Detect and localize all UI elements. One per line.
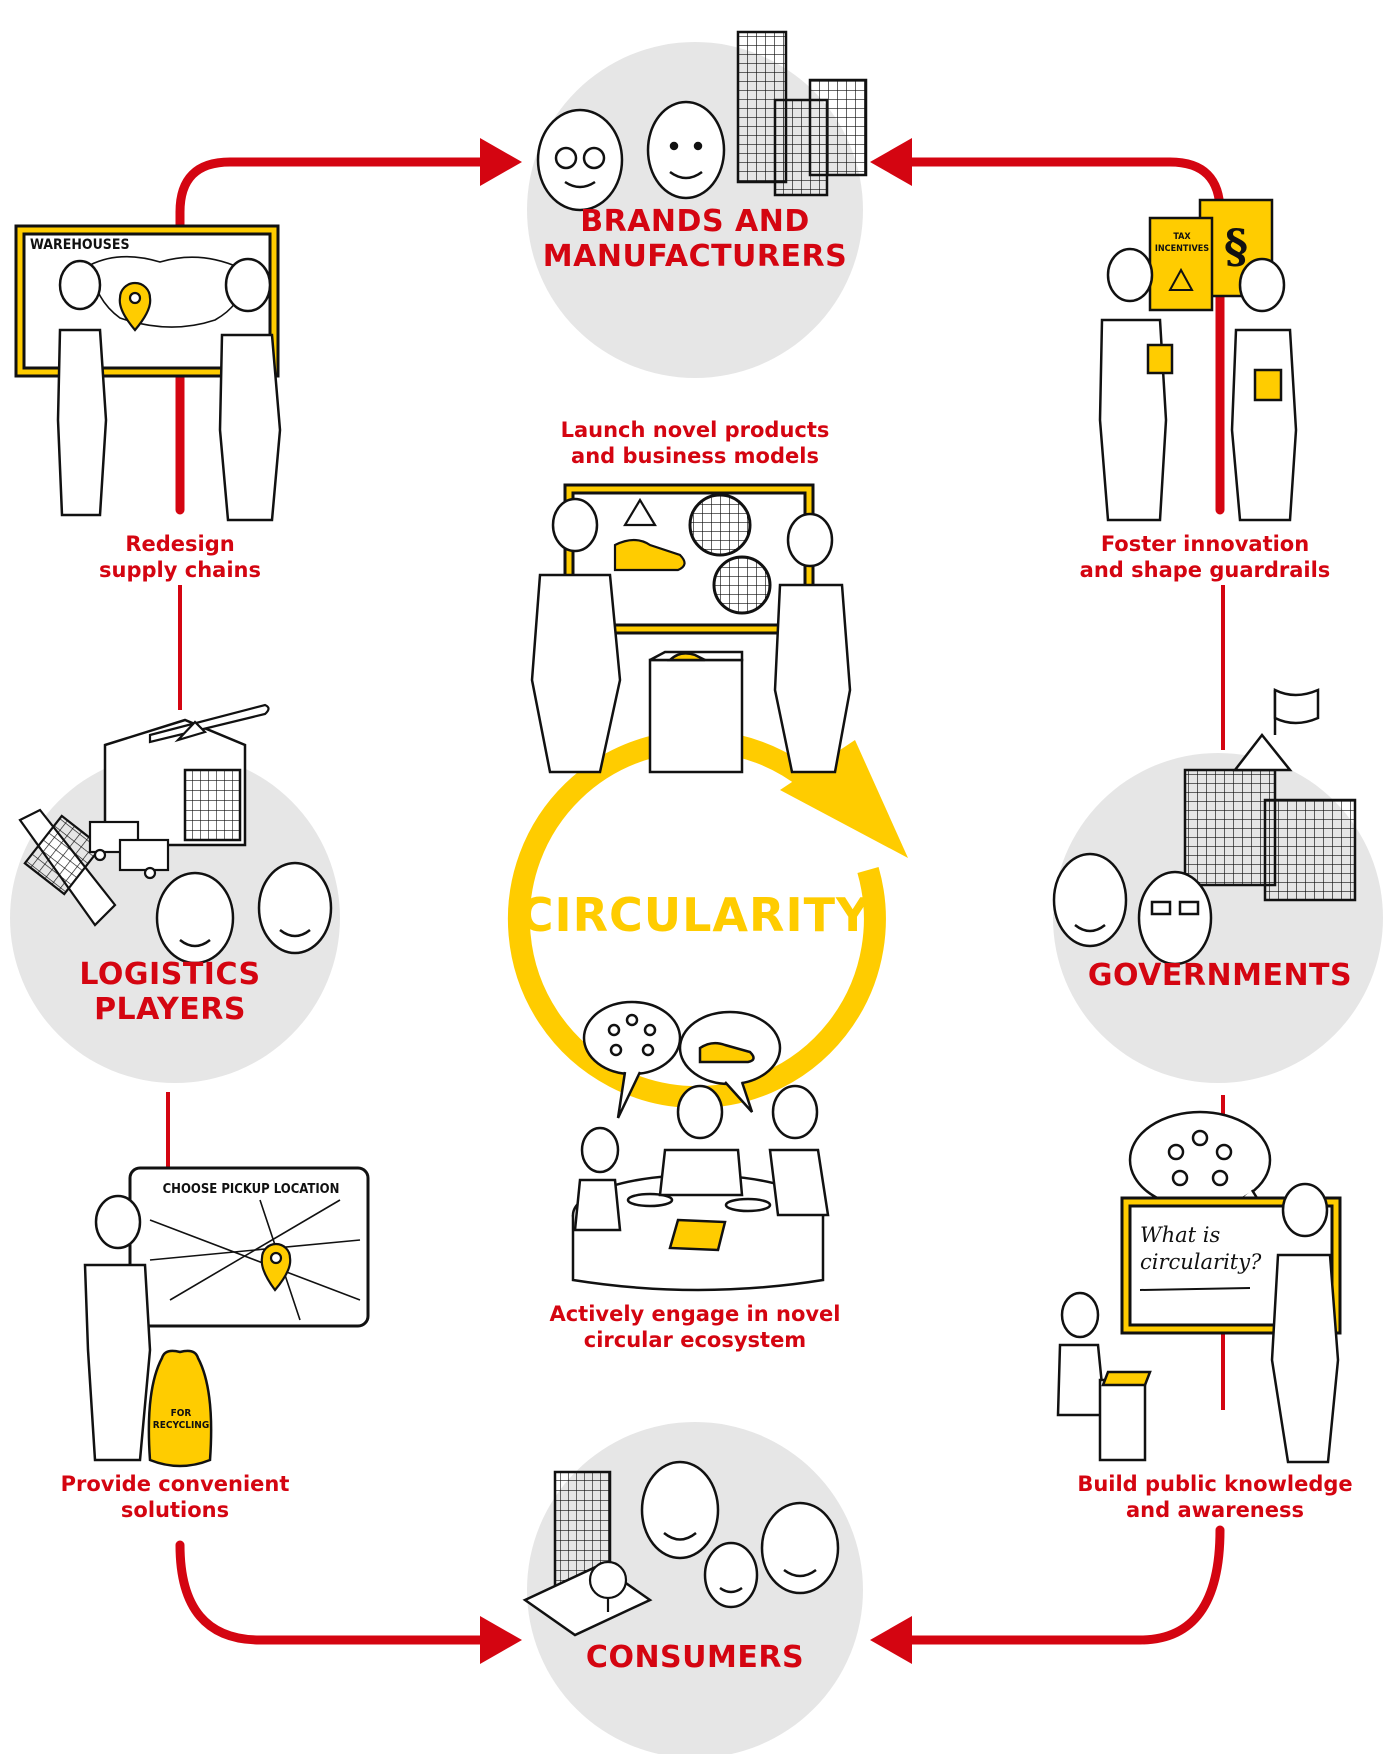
action-label-engage-line2: circular ecosystem [583, 1327, 807, 1352]
airplane-icon [148, 703, 270, 744]
diner-figures [573, 1084, 830, 1232]
svg-text:§: § [1224, 219, 1248, 273]
action-label-build: Build public knowledge and awareness [1050, 1472, 1380, 1523]
action-label-provide-line2: solutions [120, 1497, 230, 1522]
action-label-engage-line1: Actively engage in novel [549, 1302, 841, 1326]
circularity-title: CIRCULARITY [519, 888, 871, 942]
consumer-faces-icon [640, 1460, 840, 1609]
node-label-logistics-line1: LOGISTICS [79, 957, 261, 992]
arrowhead-brands-right [870, 138, 912, 186]
node-label-governments: GOVERNMENTS [1075, 958, 1365, 993]
action-label-engage: Actively engage in novel circular ecosys… [515, 1302, 875, 1353]
skyscraper-icon [736, 30, 868, 197]
action-label-launch-line2: and business models [571, 443, 819, 468]
warehouse-building-icon [103, 718, 247, 847]
action-label-redesign-line2: supply chains [99, 557, 261, 582]
pickup-tablet-map [128, 1166, 370, 1328]
speech-bubble-cycle-icon [582, 1000, 682, 1119]
action-label-foster: Foster innovation and shape guardrails [1055, 532, 1355, 583]
manufacturer-face-icon [536, 100, 726, 212]
whiteboard-text: What is circularity? [1140, 1222, 1261, 1277]
recycling-bag-line2: RECYCLING [152, 1420, 210, 1431]
government-faces-icon [1052, 852, 1213, 966]
teacher-and-students-figures [1056, 1182, 1340, 1464]
pickup-person-figure [83, 1194, 152, 1462]
action-label-build-line2: and awareness [1126, 1497, 1304, 1522]
warehouse-people-figures [56, 257, 282, 522]
recycling-bag-label: FOR RECYCLING [150, 1408, 212, 1432]
action-label-redesign-line1: Redesign [125, 532, 235, 556]
dinner-table-icon [571, 1173, 825, 1292]
delivery-trucks-icon [88, 820, 170, 880]
action-label-foster-line2: and shape guardrails [1079, 557, 1331, 582]
speech-bubble-sneaker-icon [678, 1010, 782, 1113]
map-pin-icon [260, 1242, 292, 1292]
arrowhead-brands-left [480, 138, 522, 186]
presenter-figures [530, 497, 852, 774]
node-label-logistics: LOGISTICS PLAYERS [30, 957, 310, 1028]
sneaker-icon [613, 538, 686, 572]
logistics-faces-icon [155, 861, 333, 965]
flag-icon [1273, 687, 1320, 735]
pickup-location-sign: CHOOSE PICKUP LOCATION [162, 1182, 340, 1197]
node-label-brands: BRANDS AND MANUFACTURERS [525, 204, 865, 275]
handshake-people-figures [1098, 247, 1298, 522]
action-label-foster-line1: Foster innovation [1100, 532, 1310, 556]
action-label-provide-line1: Provide convenient [60, 1472, 290, 1496]
arrowhead-consumers-right [870, 1616, 912, 1664]
node-label-consumers-line1: CONSUMERS [585, 1640, 805, 1675]
node-label-logistics-line2: PLAYERS [94, 992, 246, 1028]
arrowhead-consumers-left [480, 1616, 522, 1664]
government-building-icon [1183, 732, 1357, 902]
node-label-governments-line1: GOVERNMENTS [1087, 958, 1353, 993]
product-pedestal-icon [648, 650, 744, 774]
tax-incentives-sign: TAX INCENTIVES [1152, 232, 1212, 255]
recycle-symbol-icon [623, 497, 657, 527]
tax-sign-line1: TAX [1173, 232, 1191, 242]
action-label-redesign: Redesign supply chains [40, 532, 320, 583]
node-label-brands-line1: BRANDS AND [580, 204, 810, 239]
action-label-launch: Launch novel products and business model… [520, 418, 870, 469]
map-pin-icon [118, 281, 152, 332]
action-label-build-line1: Build public knowledge [1077, 1472, 1353, 1496]
warehouses-sign: WAREHOUSES [30, 237, 130, 253]
tax-sign-line2: INCENTIVES [1154, 243, 1210, 254]
tree-icon [588, 1560, 628, 1612]
node-label-consumers: CONSUMERS [555, 1640, 835, 1675]
whiteboard-line1: What is [1140, 1223, 1221, 1247]
action-label-launch-line1: Launch novel products [560, 418, 830, 442]
recycling-bag-line1: FOR [170, 1408, 192, 1419]
recycling-bag-icon [147, 1349, 213, 1468]
container-ship-icon [18, 808, 117, 927]
node-label-brands-line2: MANUFACTURERS [542, 239, 848, 275]
recycle-symbol-icon [1168, 267, 1194, 291]
action-label-provide: Provide convenient solutions [30, 1472, 320, 1523]
whiteboard-line2: circularity? [1140, 1250, 1262, 1275]
